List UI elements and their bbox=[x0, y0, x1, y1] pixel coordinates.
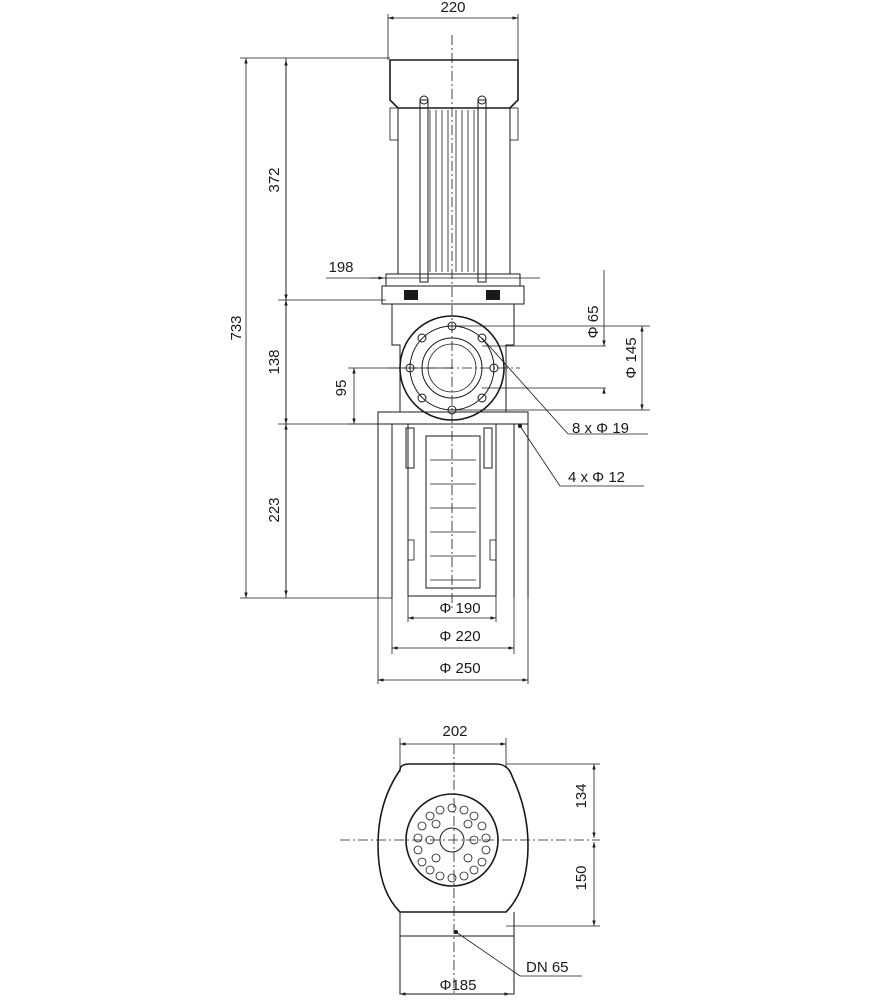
dim-bottom-height-label: 223 bbox=[266, 497, 283, 522]
pump-head bbox=[390, 304, 520, 421]
dim-middle-height-label: 138 bbox=[266, 349, 283, 374]
dim-motor-height-label: 372 bbox=[266, 167, 283, 192]
dim-plan-width: 202 bbox=[399, 723, 507, 772]
dim-port-height-label: 95 bbox=[333, 380, 350, 397]
leader-base-holes: 4 x Φ 12 bbox=[518, 424, 644, 487]
base-dia-190-label: Φ 190 bbox=[439, 600, 480, 617]
motor bbox=[381, 59, 525, 305]
dim-plan-width-label: 202 bbox=[442, 723, 467, 740]
base-holes-label: 4 x Φ 12 bbox=[568, 469, 625, 486]
plan-view: 202 134 150 DN 65 Φ185 bbox=[340, 723, 600, 996]
dim-plan-bottom-label: 150 bbox=[573, 865, 590, 890]
dim-height-chain: 372 138 223 bbox=[266, 58, 386, 598]
port-bolts-label: 8 x Φ 19 bbox=[572, 420, 629, 437]
dim-plan-base-dia: Φ185 bbox=[400, 977, 510, 996]
dim-total-height-label: 733 bbox=[228, 315, 245, 340]
base-plate bbox=[377, 411, 529, 598]
motor-fins bbox=[429, 110, 475, 272]
dim-flange-width-label: 198 bbox=[328, 259, 353, 276]
dim-top-width-label: 220 bbox=[440, 0, 465, 16]
pump-stages bbox=[405, 423, 497, 597]
leader-port-bolts: 8 x Φ 19 bbox=[481, 337, 648, 437]
dim-port-height: 95 bbox=[333, 367, 452, 425]
dim-port-inner-label: Φ 65 bbox=[585, 306, 602, 339]
dim-total-height: 733 bbox=[228, 57, 392, 599]
base-dia-250-label: Φ 250 bbox=[439, 660, 480, 677]
dim-plan-heights: 134 150 bbox=[506, 763, 600, 927]
elevation-view: 220 733 372 138 223 198 bbox=[228, 0, 650, 684]
dim-port-bolt-circle-label: Φ 145 bbox=[623, 337, 640, 378]
plan-body-outline bbox=[377, 763, 529, 913]
dim-top-width: 220 bbox=[387, 0, 519, 60]
dim-port-diameters: Φ 65 Φ 145 bbox=[452, 270, 650, 411]
fan-grille-holes bbox=[413, 803, 491, 883]
dim-plan-top-label: 134 bbox=[573, 783, 590, 808]
base-dia-220-label: Φ 220 bbox=[439, 628, 480, 645]
plan-port-label: DN 65 bbox=[526, 959, 569, 976]
dim-base-diameters: Φ 190 Φ 220 Φ 250 bbox=[377, 596, 529, 684]
plan-base-dia-label: Φ185 bbox=[440, 977, 477, 994]
leader-plan-port: DN 65 bbox=[454, 930, 582, 977]
dim-flange-width: 198 bbox=[326, 259, 540, 280]
